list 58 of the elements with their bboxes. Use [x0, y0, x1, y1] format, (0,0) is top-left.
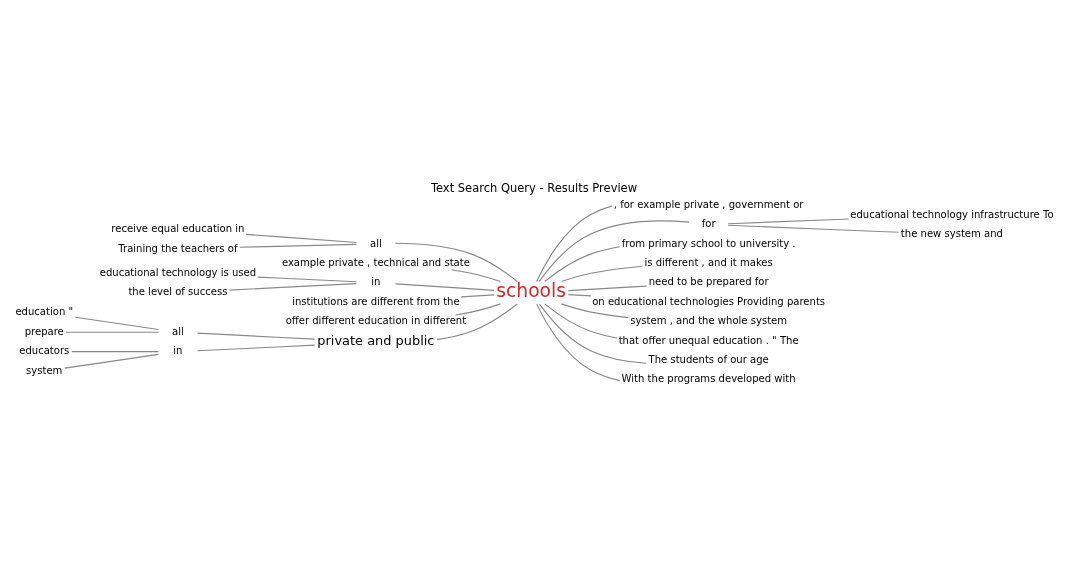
node-text: offer different education in different [285, 315, 467, 327]
node-text: system [26, 364, 63, 376]
connector [71, 351, 159, 353]
diagram-title: Text Search Query - Results Preview [430, 180, 638, 195]
node-text: institutions are different from the [292, 295, 460, 307]
node-text: educational technology is used [99, 266, 257, 278]
node-text: all [370, 237, 382, 249]
connector [538, 303, 647, 364]
node-text: for [701, 218, 716, 230]
node-text: schools [496, 280, 566, 302]
connector [228, 283, 357, 291]
connector [245, 233, 358, 244]
connector [536, 303, 621, 382]
connector [196, 344, 316, 352]
connector [454, 303, 502, 316]
node-text: With the programs developed with [621, 373, 796, 385]
connector [450, 269, 501, 283]
node-text: The students of our age [648, 353, 769, 365]
node-text: all [172, 325, 184, 337]
connector [536, 205, 613, 283]
node-text: the level of success [128, 286, 228, 298]
node-text: from primary school to university . [621, 237, 796, 249]
connector [394, 283, 495, 291]
node-text: educational technology infrastructure To [850, 208, 1054, 220]
node-text: is different , and it makes [644, 256, 773, 268]
node-text: Training the teachers of [118, 242, 238, 254]
connector [394, 242, 518, 282]
node-text: in [173, 345, 183, 357]
connector [544, 246, 621, 283]
connector [538, 220, 690, 282]
node-text: educators [19, 345, 70, 357]
connector [239, 243, 357, 248]
node-text: education " [15, 306, 74, 318]
node-text: prepare [24, 325, 64, 337]
node-text: that offer unequal education . " The [618, 334, 799, 346]
connector [196, 332, 316, 340]
node-text: receive equal education in [111, 223, 245, 235]
connector [567, 285, 648, 292]
node-text: private and public [317, 333, 435, 349]
connector [544, 303, 618, 339]
connector [436, 303, 518, 341]
node-text: example private , technical and state [281, 256, 470, 268]
connector [567, 294, 592, 297]
node-text: the new system and [900, 228, 1003, 240]
node-text: system , and the whole system [630, 315, 788, 327]
connector [65, 331, 160, 333]
node-text: on educational technologies Providing parents [592, 295, 826, 307]
connector [64, 353, 159, 369]
node-text: need to be prepared for [648, 276, 769, 288]
node-text: , for example private , government or [613, 198, 804, 210]
connector [257, 276, 357, 283]
connector [727, 218, 850, 225]
connector [74, 316, 159, 331]
connector [560, 303, 629, 319]
connector [460, 294, 495, 298]
node-text: in [371, 276, 381, 288]
connector [561, 265, 643, 283]
connector [727, 224, 900, 233]
